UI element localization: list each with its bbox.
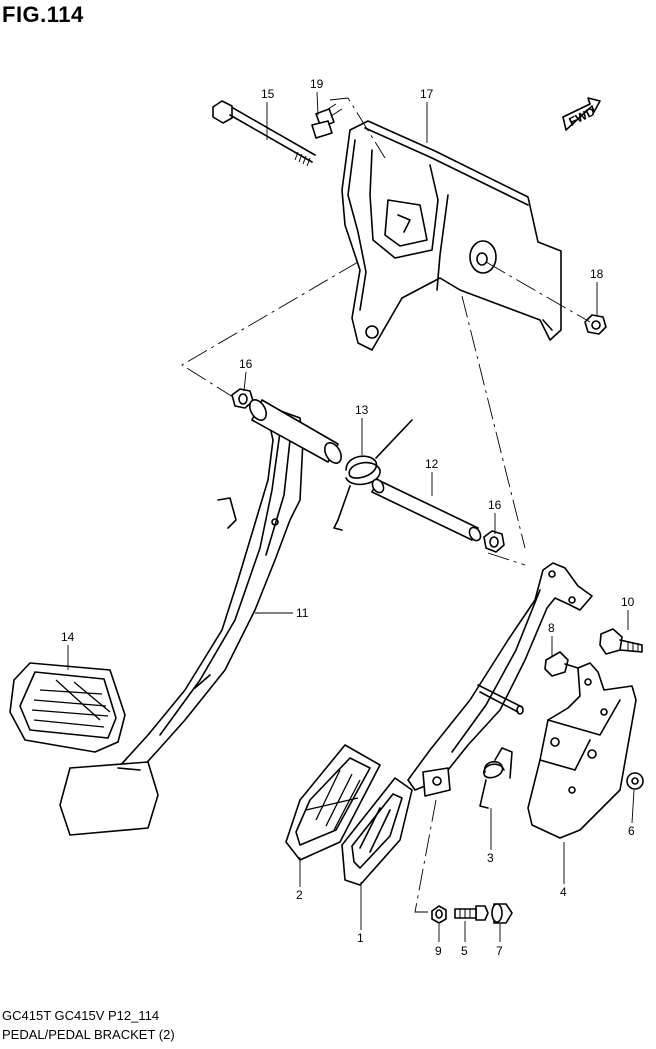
part-16-bushing-lower bbox=[483, 530, 505, 553]
part-9-nut bbox=[431, 905, 447, 924]
part-15-long-bolt bbox=[212, 100, 316, 167]
part-13-return-spring bbox=[333, 419, 413, 531]
part-17-nut bbox=[584, 314, 607, 335]
part-12-shaft bbox=[371, 478, 482, 542]
callout-17: 18 bbox=[590, 267, 604, 281]
callout-6: 6 bbox=[628, 824, 635, 838]
callout-4: 4 bbox=[560, 885, 567, 899]
callout-9: 9 bbox=[435, 944, 442, 958]
callout-3: 3 bbox=[487, 851, 494, 865]
part-5-bolt bbox=[454, 905, 489, 921]
figure-title: FIG.114 bbox=[2, 2, 84, 27]
callout-16-lower: 16 bbox=[488, 498, 502, 512]
part-19-bolt bbox=[311, 103, 343, 139]
part-3-spring bbox=[479, 747, 513, 809]
callout-1: 1 bbox=[357, 931, 364, 945]
callout-14: 14 bbox=[61, 630, 75, 644]
forward-arrow-icon: FWD bbox=[562, 97, 601, 131]
part-18-pedal-bracket bbox=[341, 120, 562, 351]
callout-19: 19 bbox=[310, 77, 324, 91]
part-1-accelerator-pedal bbox=[341, 777, 413, 886]
part-14-pedal-pad bbox=[9, 662, 126, 753]
callout-12: 12 bbox=[425, 457, 439, 471]
callout-5: 5 bbox=[461, 944, 468, 958]
callout-7: 7 bbox=[496, 944, 503, 958]
callout-10: 10 bbox=[621, 595, 635, 609]
callout-18: 17 bbox=[420, 87, 434, 101]
alignment-lines bbox=[181, 97, 591, 913]
callout-11: 11 bbox=[296, 606, 309, 620]
figure-caption: PEDAL/PEDAL BRACKET (2) bbox=[2, 1027, 175, 1042]
part-8-stopper bbox=[544, 651, 579, 677]
callout-16-upper: 16 bbox=[239, 357, 253, 371]
callout-15: 15 bbox=[261, 87, 275, 101]
leader-lines bbox=[67, 91, 635, 942]
part-6-washer bbox=[626, 772, 644, 790]
part-4-pedal-bracket bbox=[527, 662, 637, 839]
pedal-foot-block bbox=[59, 761, 159, 836]
callout-8: 8 bbox=[548, 621, 555, 635]
part-1-accelerator-pedal-arm bbox=[407, 562, 593, 797]
callout-labels: 15 19 17 18 16 13 12 16 11 14 10 8 2 1 3… bbox=[61, 77, 635, 958]
part-16-bushing-upper bbox=[231, 388, 254, 409]
model-codes: GC415T GC415V P12_114 bbox=[2, 1008, 160, 1023]
callout-2: 2 bbox=[296, 888, 303, 902]
part-7-bushing bbox=[491, 903, 513, 924]
part-11-pedal-arm bbox=[117, 409, 304, 771]
callout-13: 13 bbox=[355, 403, 369, 417]
part-10-bolt bbox=[599, 628, 643, 655]
bracket-rod bbox=[477, 684, 524, 715]
pedal-pivot-tube bbox=[249, 399, 342, 464]
